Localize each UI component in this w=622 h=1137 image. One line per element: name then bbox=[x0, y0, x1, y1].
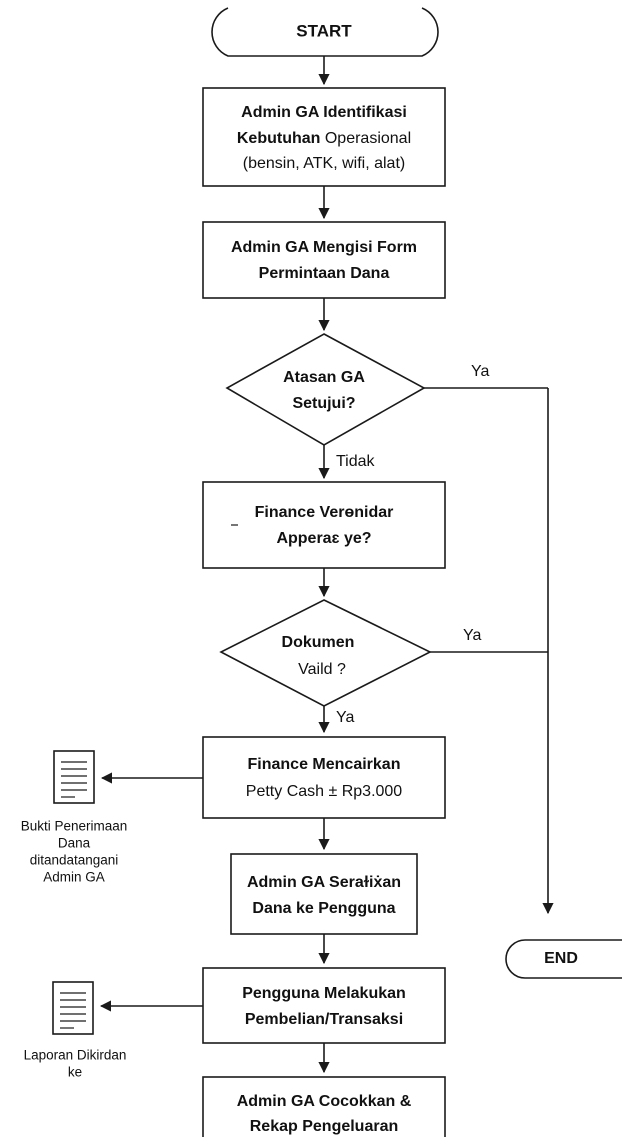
report-caption-2: ke bbox=[68, 1065, 82, 1080]
decision-document-line1: Dokumen bbox=[282, 634, 355, 651]
receipt-caption-2: Dana bbox=[58, 836, 91, 851]
step-purchase-line2: Pembelian/Transaksi bbox=[245, 1011, 403, 1028]
step-form-line1: Admin GA Mengisi Form bbox=[231, 239, 417, 256]
document-report: Laporan Dikirdan ke bbox=[24, 981, 127, 1080]
step-hand-over-funds: Admin GA Seraɫiẋan Dana ke Pengguna bbox=[230, 853, 418, 935]
decision-document-yes-label: Ya bbox=[463, 627, 481, 644]
step-user-purchase: Pengguna Melakukan Pembelian/Transaksi bbox=[202, 967, 446, 1044]
start-terminator: START bbox=[211, 7, 439, 57]
receipt-caption-4: Admin GA bbox=[43, 870, 105, 885]
step-disburse-line2: Petty Cash ± Rp3.000 bbox=[246, 783, 403, 800]
start-label: START bbox=[296, 21, 352, 40]
step-form-line2: Permintaan Dana bbox=[259, 265, 390, 282]
step-purchase-line1: Pengguna Melakukan bbox=[242, 985, 406, 1002]
end-label: END bbox=[544, 950, 578, 967]
document-receipt: Bukti Penerimaan Dana ditandatangani Adm… bbox=[21, 750, 128, 885]
step-identify-line1: Admin GA Identifikasi bbox=[241, 104, 407, 121]
document-icon bbox=[52, 981, 94, 1035]
decision-approval-line1: Atasan GA bbox=[283, 369, 365, 386]
step-disburse-petty-cash: Finance Mencairkan Petty Cash ± Rp3.000 bbox=[202, 736, 446, 819]
step-reconcile-line1: Admin GA Cocokkan & bbox=[237, 1093, 412, 1110]
step-fill-form: Admin GA Mengisi Form Permintaan Dana bbox=[202, 221, 446, 299]
step-identify-needs: Admin GA Identifikasi Kebutuhan Operasio… bbox=[202, 87, 446, 187]
decision-approval-no-label: Tidak bbox=[336, 453, 376, 470]
step-handover-line1: Admin GA Seraɫiẋan bbox=[247, 874, 401, 891]
step-disburse-line1: Finance Mencairkan bbox=[248, 756, 401, 773]
document-icon bbox=[53, 750, 95, 804]
decision-document-line2: Vaild ? bbox=[298, 661, 346, 678]
decision-approval-yes-label: Ya bbox=[471, 363, 489, 380]
step-reconcile: Admin GA Cocokkan & Rekap Pengeluaran bbox=[202, 1076, 446, 1137]
step-reconcile-line2: Rekap Pengeluaran bbox=[250, 1118, 399, 1135]
decision-document-below-label: Ya bbox=[336, 709, 354, 726]
receipt-caption-3: ditandatangani bbox=[30, 853, 119, 868]
step-finance-verify: Finance Verɵnidar Apperaɛ ye? bbox=[202, 481, 446, 569]
decision-approval-line2: Setujui? bbox=[292, 395, 355, 412]
step-identify-line2: Kebutuhan Operasional bbox=[237, 130, 411, 147]
end-terminator: END bbox=[505, 939, 622, 979]
step-identify-line3: (bensin, ATK, wifi, alat) bbox=[243, 155, 405, 172]
report-caption-1: Laporan Dikirdan bbox=[24, 1048, 127, 1063]
step-finance-verify-line2: Apperaɛ ye? bbox=[276, 530, 371, 547]
receipt-caption-1: Bukti Penerimaan bbox=[21, 819, 128, 834]
step-finance-verify-line1: Finance Verɵnidar bbox=[255, 504, 394, 521]
step-handover-line2: Dana ke Pengguna bbox=[252, 900, 395, 917]
decision-approval: Atasan GA Setujui? bbox=[225, 333, 426, 446]
decision-document-valid: Dokumen Vaild ? bbox=[219, 599, 432, 707]
